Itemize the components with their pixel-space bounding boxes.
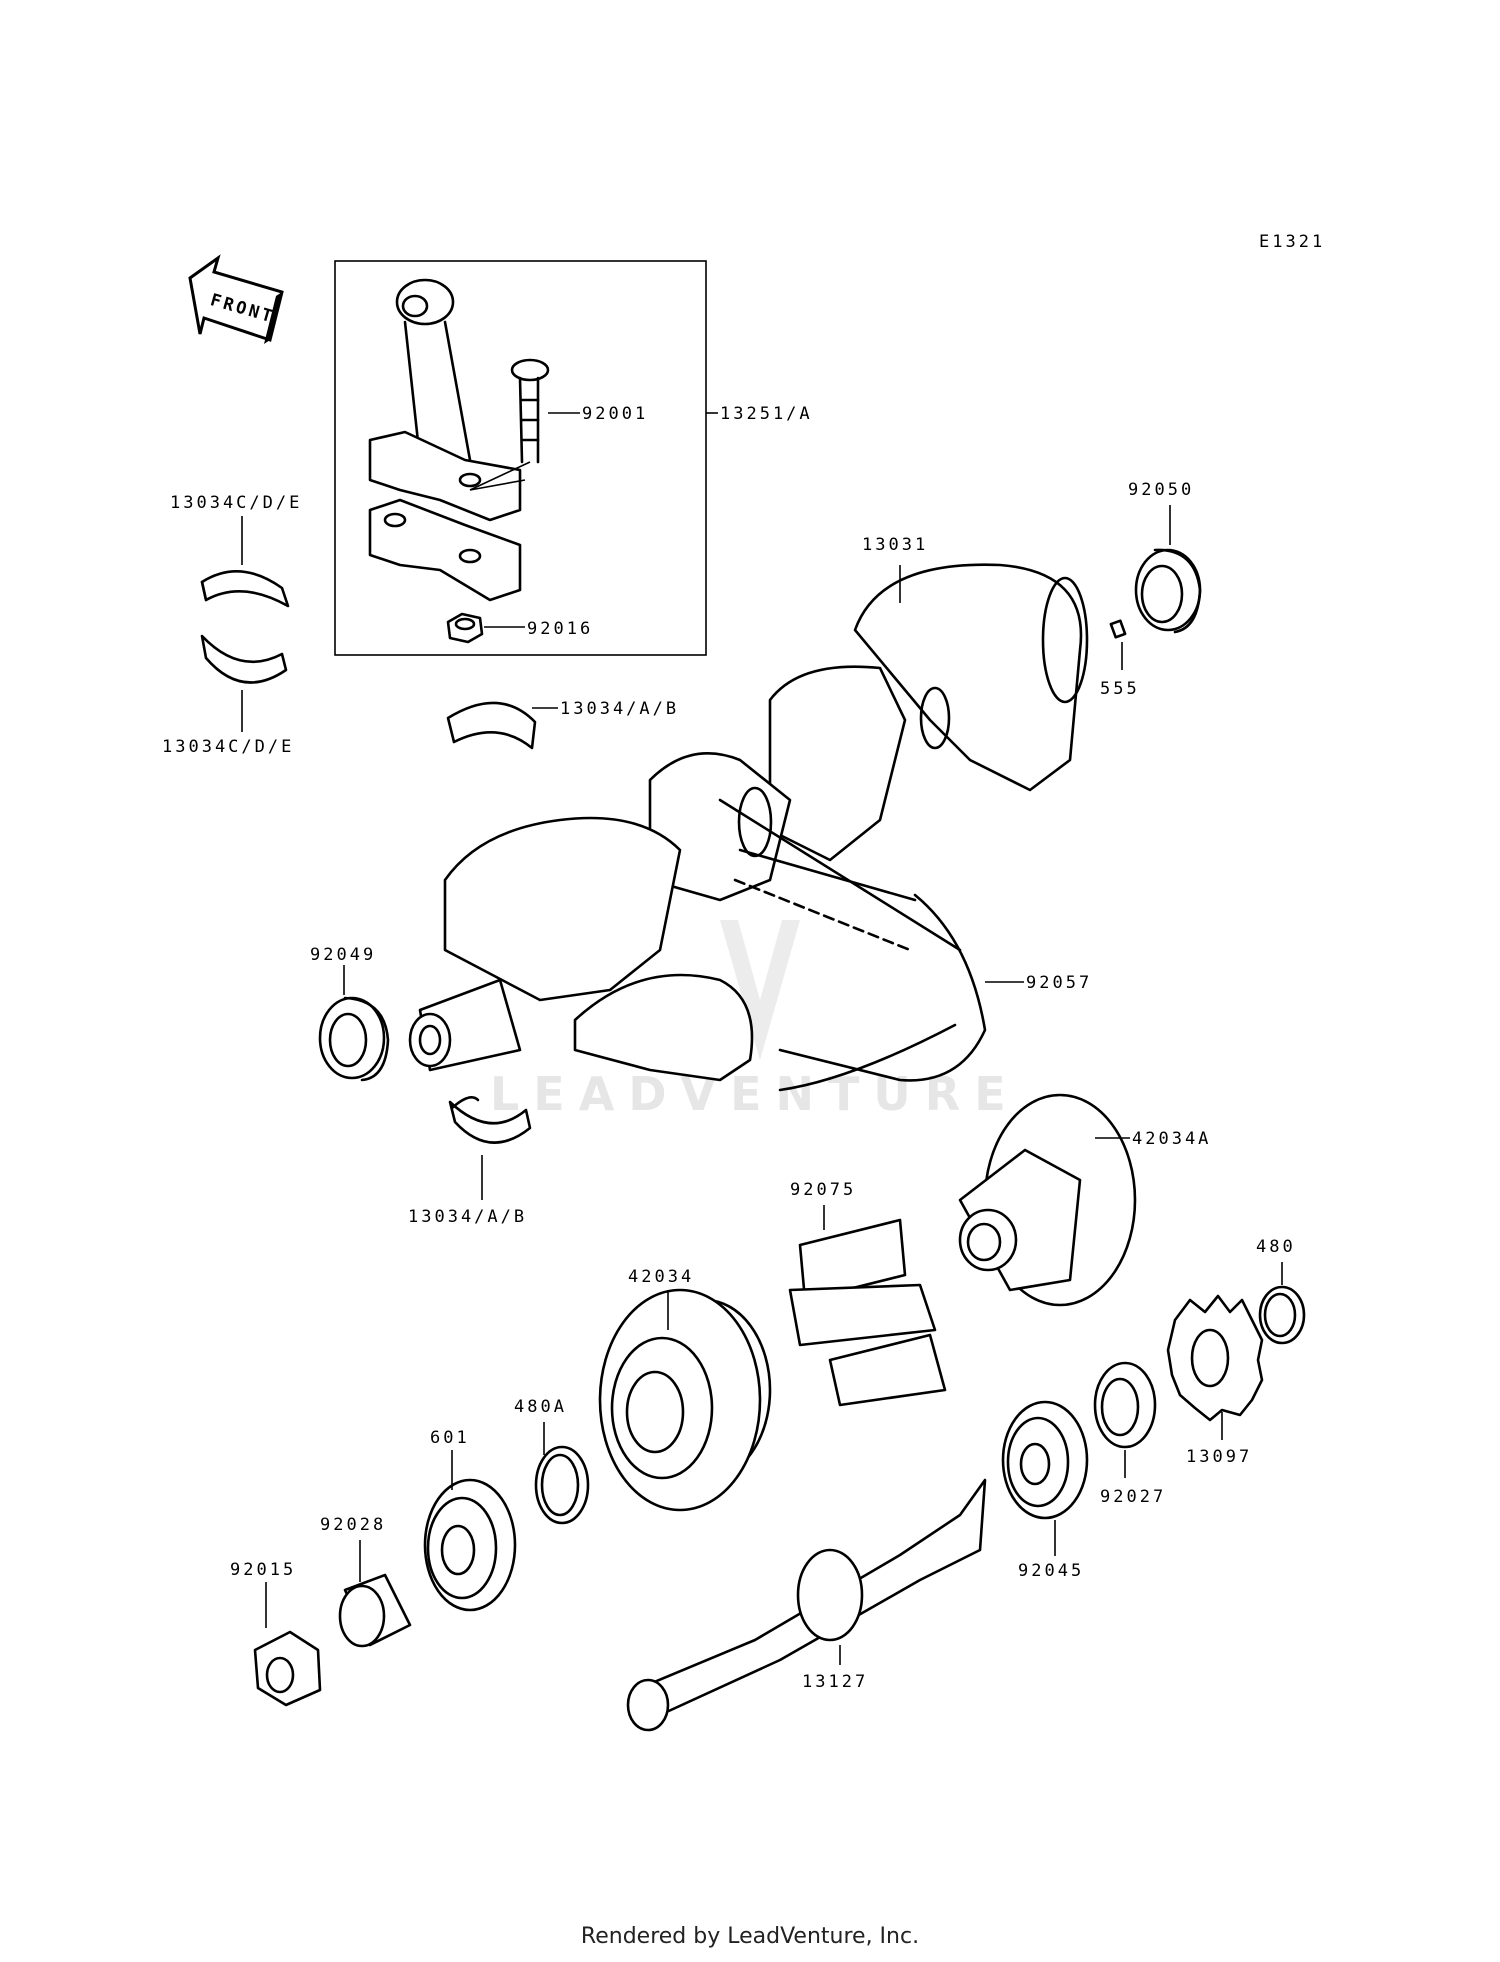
label-480: 480 xyxy=(1256,1237,1296,1257)
conrod-assembly-box xyxy=(334,260,707,656)
damper-housing-42034A-icon xyxy=(958,1093,1137,1307)
label-92049: 92049 xyxy=(310,945,376,965)
oil-seal-92050-icon xyxy=(1134,548,1202,634)
bearing-13034CDE-upper-icon xyxy=(200,570,290,608)
connecting-rod-icon xyxy=(368,278,522,602)
bearing-13034AB-upper-icon xyxy=(446,701,537,750)
label-42034A: 42034A xyxy=(1132,1129,1211,1149)
label-42034: 42034 xyxy=(628,1267,694,1287)
ball-bearing-92045-icon xyxy=(1001,1400,1089,1520)
label-480A: 480A xyxy=(514,1397,567,1417)
label-92050: 92050 xyxy=(1128,480,1194,500)
collar-92027-icon xyxy=(1093,1361,1157,1449)
watermark: LEADVENTURE xyxy=(490,920,1020,1121)
crankshaft-icon xyxy=(408,563,1089,1082)
shaft-13127-icon xyxy=(626,1478,987,1732)
label-13097: 13097 xyxy=(1186,1447,1252,1467)
collar-92028-icon xyxy=(338,1573,412,1648)
footer-credit: Rendered by LeadVenture, Inc. xyxy=(580,1924,920,1949)
bolt-92001-icon xyxy=(469,358,550,491)
label-92015: 92015 xyxy=(230,1560,296,1580)
label-92001: 92001 xyxy=(582,404,648,424)
label-92027: 92027 xyxy=(1100,1487,1166,1507)
gear-42034-icon xyxy=(598,1288,772,1512)
bearing-13034AB-lower-icon xyxy=(448,1096,532,1144)
label-13031: 13031 xyxy=(862,535,928,555)
label-13034CDE-bottom: 13034C/D/E xyxy=(162,737,294,757)
cam-chain-92057-icon xyxy=(733,848,987,1092)
label-13251A: 13251/A xyxy=(720,404,813,424)
ball-bearing-601-icon xyxy=(423,1478,517,1612)
front-arrow-icon: FRONT xyxy=(188,254,284,344)
sprocket-13097-icon xyxy=(1166,1294,1264,1422)
label-13034AB-bottom: 13034/A/B xyxy=(408,1207,527,1227)
label-92075: 92075 xyxy=(790,1180,856,1200)
label-555: 555 xyxy=(1100,679,1140,699)
damper-rubber-92075-icon xyxy=(788,1218,947,1407)
pin-555-icon xyxy=(1109,619,1127,639)
nut-92015-icon xyxy=(253,1630,322,1707)
label-92045: 92045 xyxy=(1018,1561,1084,1581)
label-13127: 13127 xyxy=(802,1672,868,1692)
circlip-480A-icon xyxy=(534,1445,590,1525)
circlip-480-icon xyxy=(1258,1285,1306,1345)
label-601: 601 xyxy=(430,1428,470,1448)
label-13034CDE-top: 13034C/D/E xyxy=(170,493,302,513)
label-13034AB-top: 13034/A/B xyxy=(560,699,679,719)
bearing-13034CDE-lower-icon xyxy=(200,634,288,684)
label-92057: 92057 xyxy=(1026,973,1092,993)
diagram-code: E1321 xyxy=(1259,232,1325,252)
nut-92016-icon xyxy=(446,612,484,644)
oil-seal-92049-icon xyxy=(318,996,390,1082)
label-92016: 92016 xyxy=(527,619,593,639)
label-92028: 92028 xyxy=(320,1515,386,1535)
watermark-text: LEADVENTURE xyxy=(490,1067,1020,1121)
